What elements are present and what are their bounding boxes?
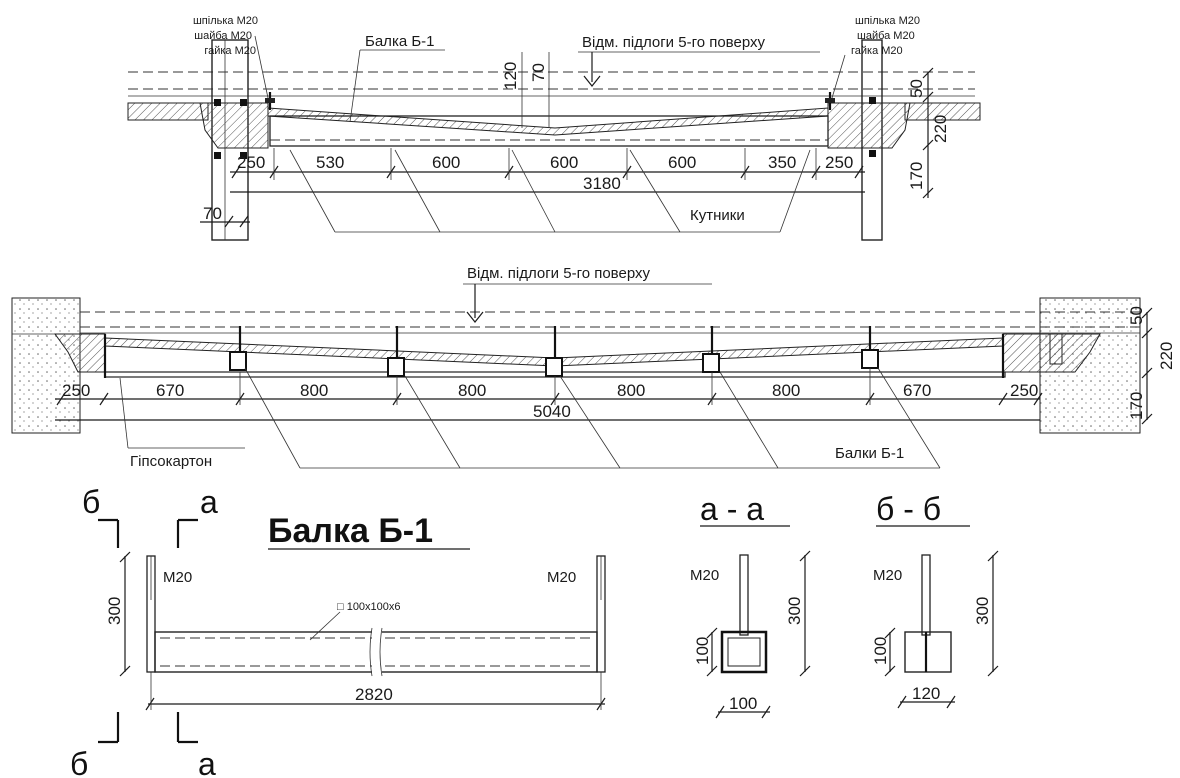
profile-label: □ 100x100x6 [337, 601, 401, 613]
span-2: 530 [316, 153, 344, 172]
section-bb-box-height: 100 [871, 637, 890, 665]
bolt-left-washer: шайба М20 [194, 30, 252, 42]
beams-label: Балки Б-1 [835, 445, 904, 462]
wall-dim: 70 [203, 204, 222, 223]
dim-120: 120 [501, 62, 520, 90]
section-bb-height: 300 [973, 597, 992, 625]
cut-a-bottom: а [198, 746, 216, 778]
mid-span-1: 250 [62, 381, 90, 400]
beam-detail-title: Балка Б-1 [268, 512, 433, 550]
support-left-mid [54, 333, 106, 373]
bolt-left-nut: гайка М20 [204, 45, 256, 57]
mid-span-5: 800 [617, 381, 645, 400]
section-bb-box-width: 120 [912, 684, 940, 703]
span-3: 600 [432, 153, 460, 172]
span-6: 350 [768, 153, 796, 172]
right-dim-220: 220 [931, 115, 950, 143]
section-bb-title: б - б [876, 491, 941, 527]
section-aa-box-width: 100 [729, 694, 757, 713]
section-bb-bolt: М20 [873, 567, 902, 584]
angles-label: Кутники [690, 207, 745, 224]
right-dim-50: 50 [907, 79, 926, 98]
beam-b1-top [267, 107, 829, 136]
drywall-label: Гіпсокартон [130, 453, 212, 470]
section-aa-title: а - а [700, 491, 764, 527]
section-aa-box-height: 100 [693, 637, 712, 665]
bolt-left-stud: шпілька М20 [193, 15, 258, 27]
beam-label: Балка Б-1 [365, 33, 435, 50]
span-4: 600 [550, 153, 578, 172]
support-right [827, 102, 911, 149]
section-aa: а - а М20 300 100 100 [690, 491, 811, 719]
section-aa-height: 300 [785, 597, 804, 625]
support-left [199, 102, 269, 149]
mid-right-dim-50: 50 [1127, 306, 1146, 325]
beam-detail: Балка Б-1 б а б а М20 М20 □ 100x100x6 30… [70, 484, 606, 778]
floor-level-label-mid: Відм. підлоги 5-го поверху [467, 265, 650, 282]
bolt-right-washer: шайба М20 [857, 30, 915, 42]
mid-right-dim-170: 170 [1127, 392, 1146, 420]
middle-view: Відм. підлоги 5-го поверху 250 670 800 8… [11, 265, 1176, 470]
mid-span-8: 250 [1010, 381, 1038, 400]
top-view: шпілька М20 шайба М20 гайка М20 шпілька … [127, 15, 981, 241]
section-bb: б - б М20 300 100 120 [871, 491, 999, 709]
bolt-right-m20: М20 [547, 569, 576, 586]
cut-b-top: б [82, 484, 100, 520]
beam-length: 2820 [355, 685, 393, 704]
slab-left [127, 102, 209, 121]
section-aa-box [720, 630, 768, 674]
beam-height: 300 [105, 597, 124, 625]
mid-span-3: 800 [300, 381, 328, 400]
mid-total-span: 5040 [533, 402, 571, 421]
mid-span-2: 670 [156, 381, 184, 400]
total-span: 3180 [583, 174, 621, 193]
mid-span-4: 800 [458, 381, 486, 400]
span-7: 250 [825, 153, 853, 172]
span-5: 600 [668, 153, 696, 172]
beam-sections-mid [229, 326, 1063, 377]
wall-left [11, 297, 81, 434]
mid-span-6: 800 [772, 381, 800, 400]
floor-level-label: Відм. підлоги 5-го поверху [582, 34, 765, 51]
cut-b-bottom: б [70, 746, 88, 778]
mid-right-dim-220: 220 [1157, 342, 1176, 370]
bolt-right-nut: гайка М20 [851, 45, 903, 57]
cut-a-top: а [200, 484, 218, 520]
right-dim-170: 170 [907, 162, 926, 190]
dim-70: 70 [529, 63, 548, 82]
bolt-right-stud: шпілька М20 [855, 15, 920, 27]
bolt-left-m20: М20 [163, 569, 192, 586]
mid-span-7: 670 [903, 381, 931, 400]
span-1: 250 [237, 153, 265, 172]
section-bb-plate [904, 631, 952, 673]
section-aa-bolt: М20 [690, 567, 719, 584]
